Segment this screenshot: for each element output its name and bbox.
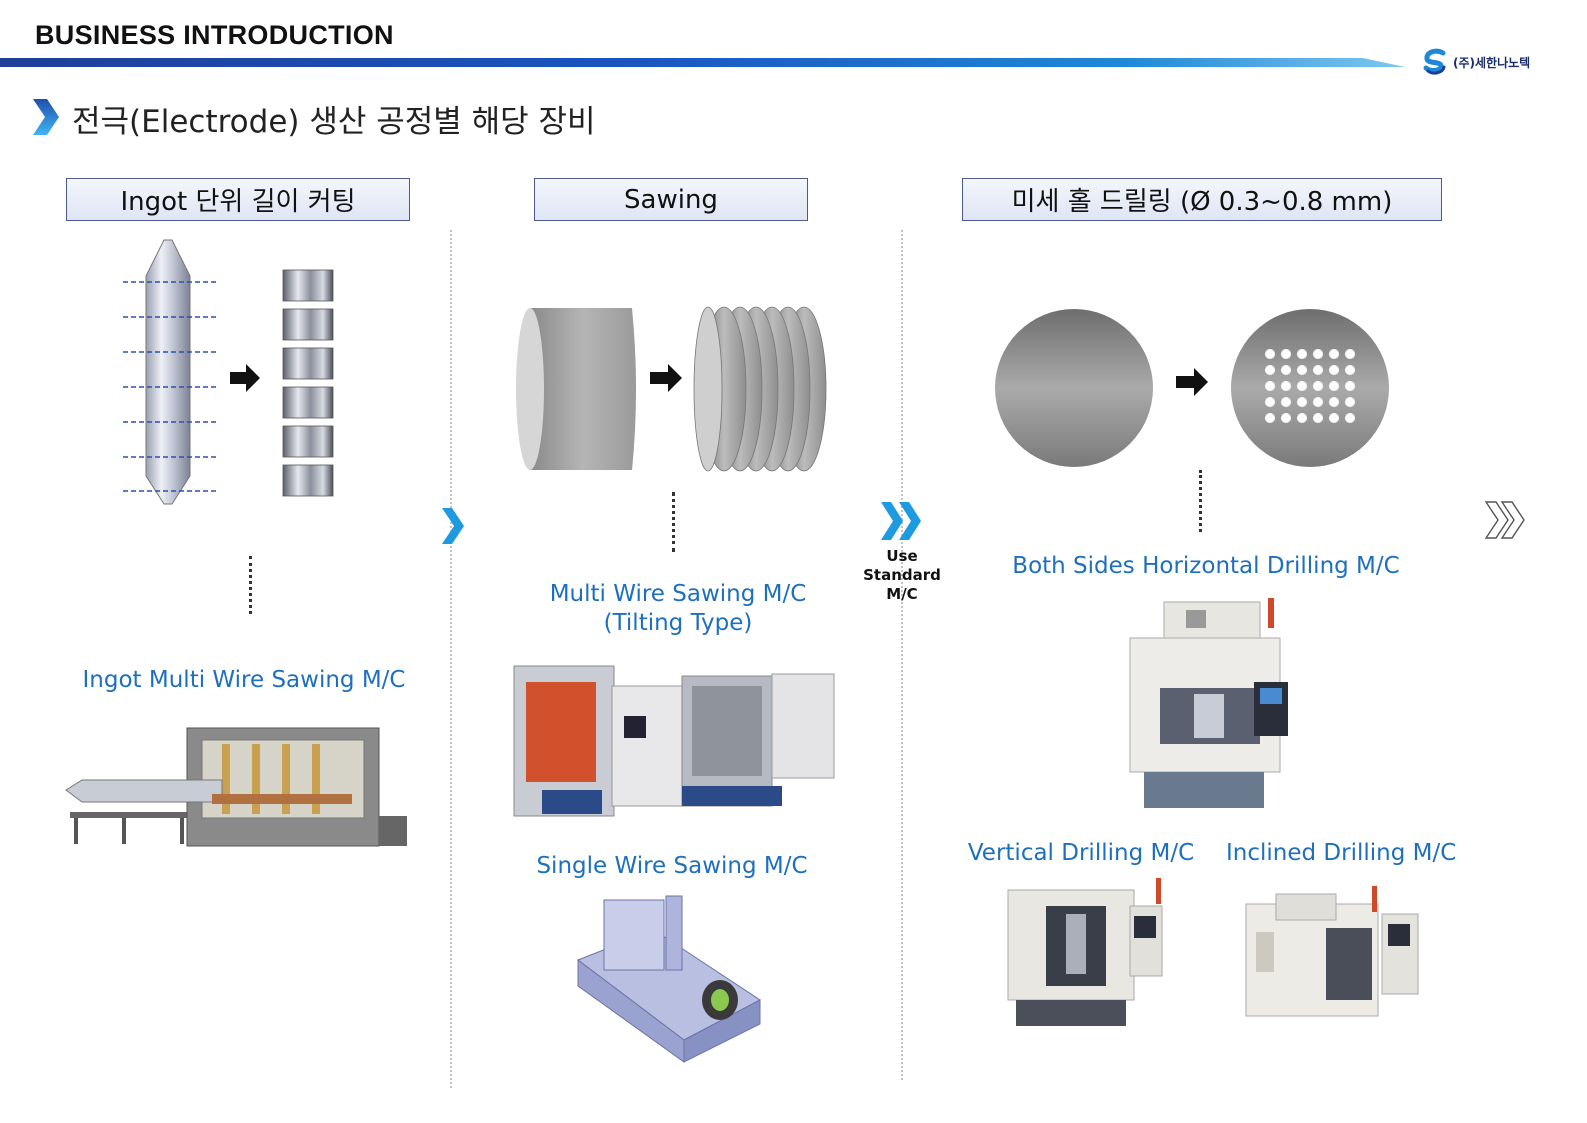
arrow-right-icon — [650, 364, 682, 392]
inclined-drilling-machine-image — [1245, 886, 1419, 1017]
logo-mark-icon — [1423, 48, 1446, 75]
arrow-right-icon — [230, 364, 260, 392]
ingot-cutting-illustration — [123, 239, 334, 505]
step-header-ingot-cutting: Ingot 단위 길이 커팅 — [66, 178, 410, 221]
step-header-sawing: Sawing — [534, 178, 808, 221]
header-title: BUSINESS INTRODUCTION — [35, 20, 394, 50]
section-title: 전극(Electrode) 생산 공정별 해당 장비 — [72, 104, 596, 140]
use-standard-label: Use Standard M/C — [863, 547, 941, 603]
double-chevron-right-icon — [881, 502, 921, 540]
logo-text: (주)세한나노텍 — [1453, 55, 1531, 70]
header-bar — [0, 58, 1405, 67]
column-divider — [901, 230, 903, 1080]
connector-dots — [1199, 470, 1202, 532]
ingot-multi-wire-sawing-machine-image — [65, 727, 407, 847]
column-divider — [450, 230, 452, 1088]
horizontal-drilling-machine-image — [1129, 598, 1288, 808]
machine-label-vertical-drilling: Vertical Drilling M/C — [967, 840, 1195, 866]
micro-hole-drilling-illustration — [995, 309, 1389, 467]
machine-label-ingot-multi-wire: Ingot Multi Wire Sawing M/C — [82, 667, 406, 693]
arrow-right-icon — [1176, 368, 1208, 396]
section-chevron-icon — [33, 99, 59, 135]
multi-wire-sawing-machines-image — [513, 665, 835, 817]
machine-label-tilting-type: (Tilting Type) — [603, 610, 753, 636]
machine-label-inclined-drilling: Inclined Drilling M/C — [1226, 840, 1457, 866]
company-logo: (주)세한나노텍 — [1421, 46, 1571, 78]
sawing-illustration — [516, 306, 827, 472]
connector-dots — [249, 556, 252, 614]
connector-dots — [672, 492, 675, 552]
step-header-micro-hole-drilling: 미세 홀 드릴링 (Ø 0.3~0.8 mm) — [962, 178, 1442, 221]
machine-label-both-sides-horizontal-drilling: Both Sides Horizontal Drilling M/C — [1012, 553, 1400, 579]
vertical-drilling-machine-image — [1007, 878, 1163, 1026]
next-double-chevron-icon — [1484, 501, 1525, 539]
machine-label-multi-wire-sawing: Multi Wire Sawing M/C — [549, 581, 807, 607]
machine-label-single-wire-sawing: Single Wire Sawing M/C — [536, 853, 808, 879]
chevron-right-icon — [442, 508, 464, 544]
single-wire-sawing-machine-image — [576, 895, 761, 1063]
